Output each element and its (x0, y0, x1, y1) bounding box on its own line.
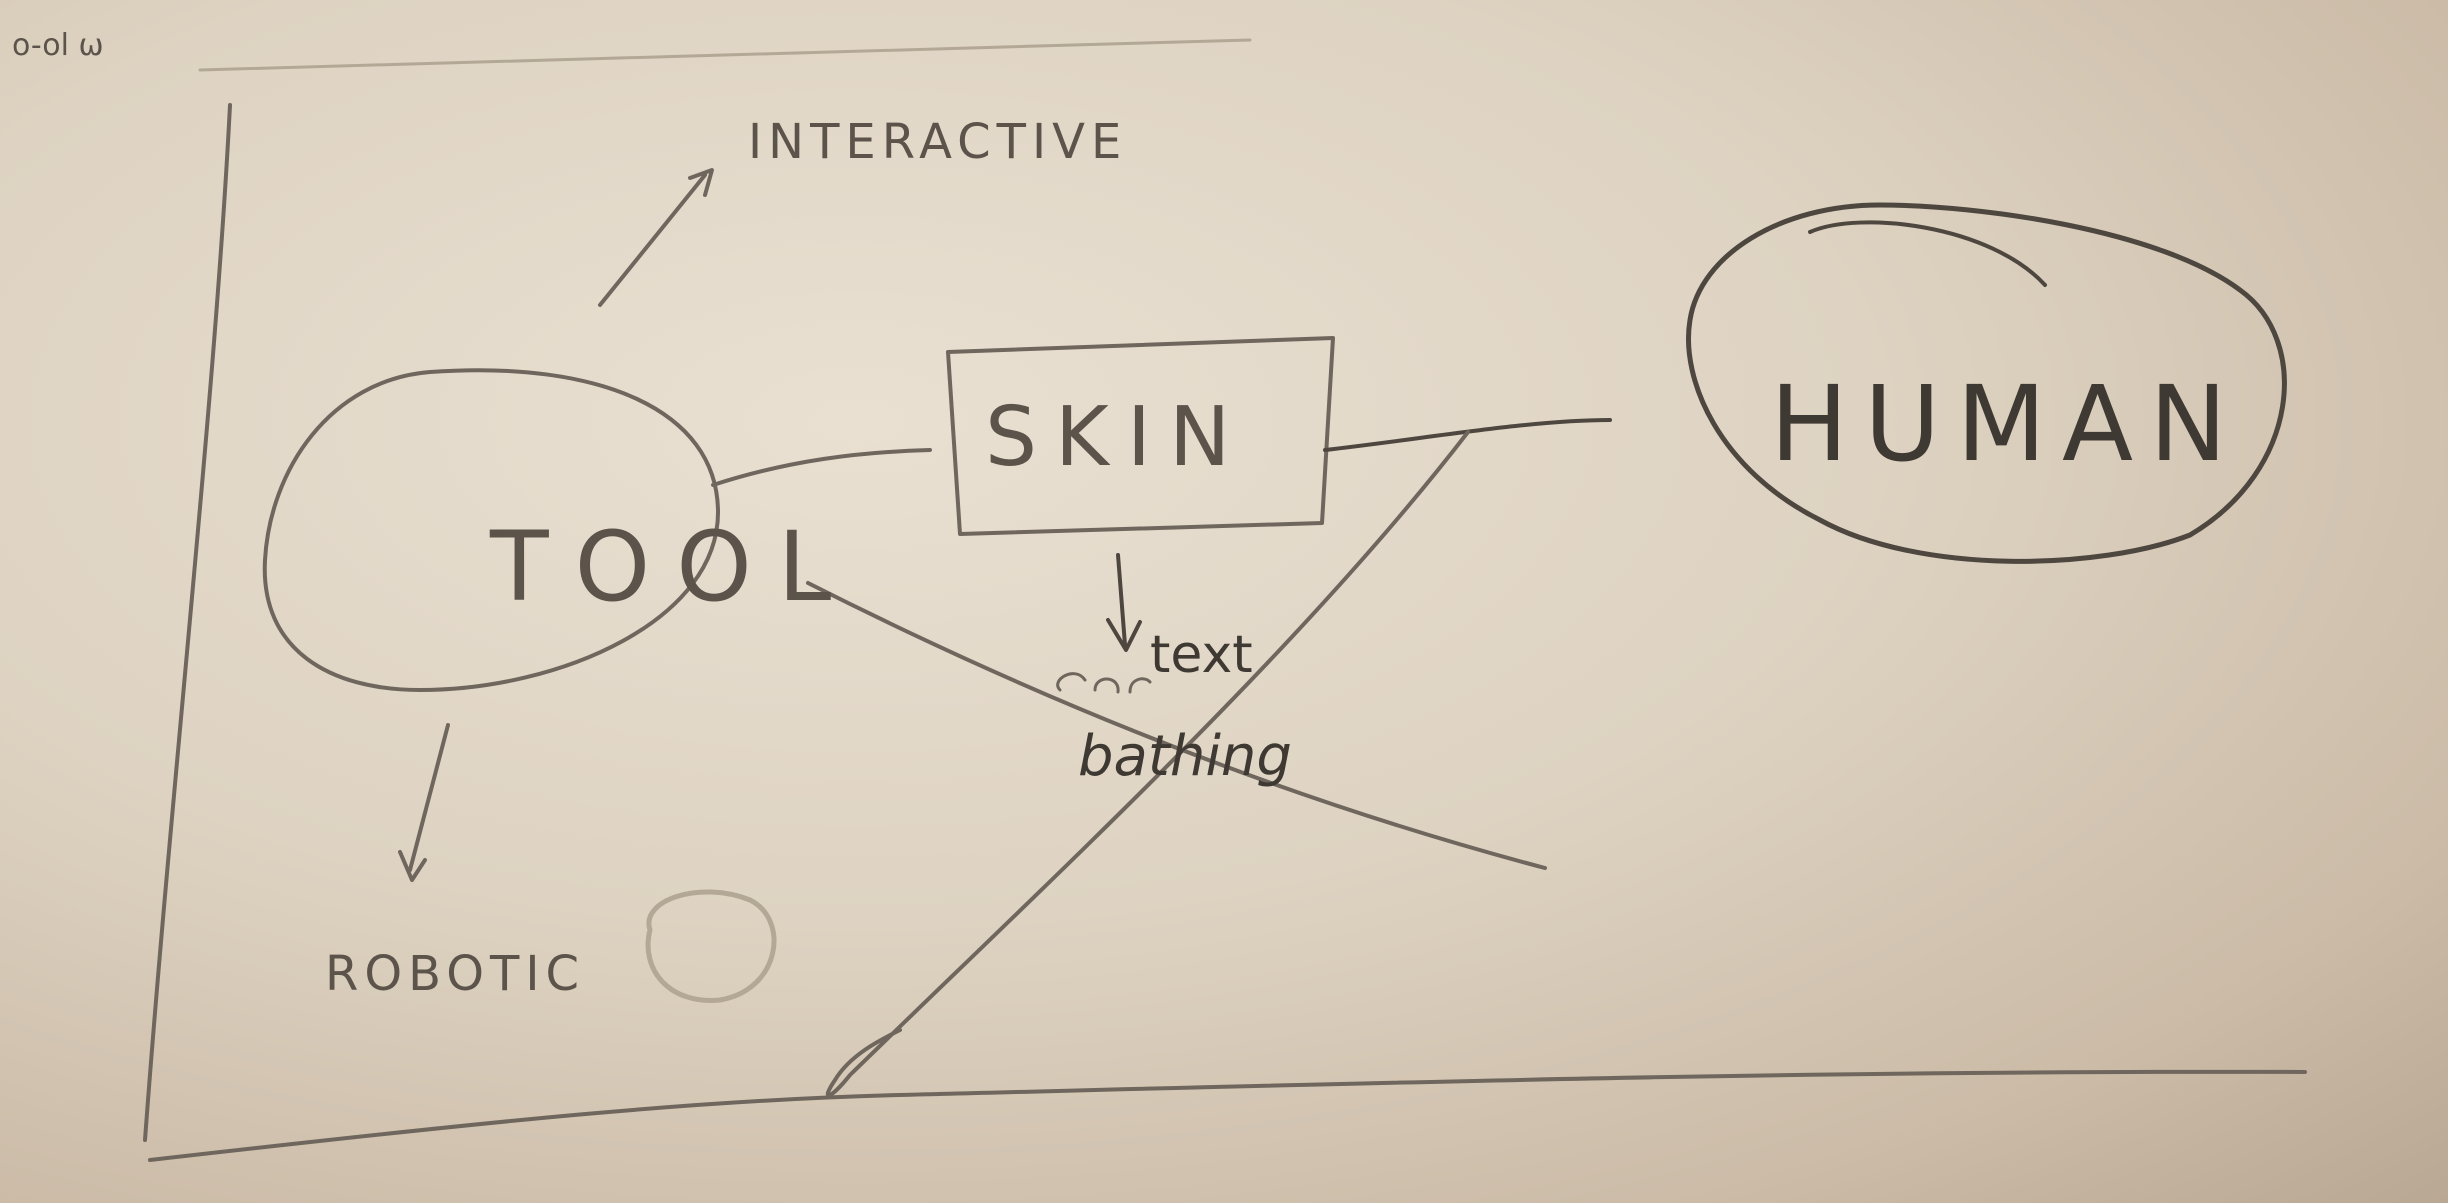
corner-note: o-ol ω (12, 28, 104, 63)
robotic-arrow-head (398, 850, 427, 882)
crossed-out-word-scribble (1056, 672, 1152, 694)
strike-line-2 (825, 430, 1470, 1098)
frame-bottom-line (148, 1069, 2307, 1162)
tool-skin-connector (711, 448, 932, 487)
erased-circle-mark (645, 889, 777, 1003)
robotic-label: ROBOTIC (325, 946, 585, 1002)
human-ellipse-overstroke (1808, 220, 2047, 287)
interactive-arrow-head (688, 168, 714, 197)
bathing-label: bathing (1078, 724, 1292, 789)
robotic-arrow-line (408, 723, 450, 872)
tool-label: TOOL (489, 511, 857, 623)
text-label: text (1150, 625, 1253, 685)
human-label: HUMAN (1770, 363, 2243, 485)
skin-down-arrow-line (1116, 553, 1127, 647)
skin-human-connector (1323, 418, 1612, 452)
frame-left-line (143, 103, 232, 1142)
page-top-rule (198, 38, 1252, 72)
interactive-arrow-line (598, 173, 707, 307)
strike-line-1 (806, 581, 1547, 870)
skin-rectangle (946, 336, 1335, 536)
interactive-label: INTERACTIVE (748, 114, 1127, 170)
skin-down-arrow-head (1106, 618, 1142, 652)
tool-ellipse (262, 368, 721, 692)
human-ellipse (1686, 202, 2287, 564)
skin-label: SKIN (985, 390, 1248, 485)
